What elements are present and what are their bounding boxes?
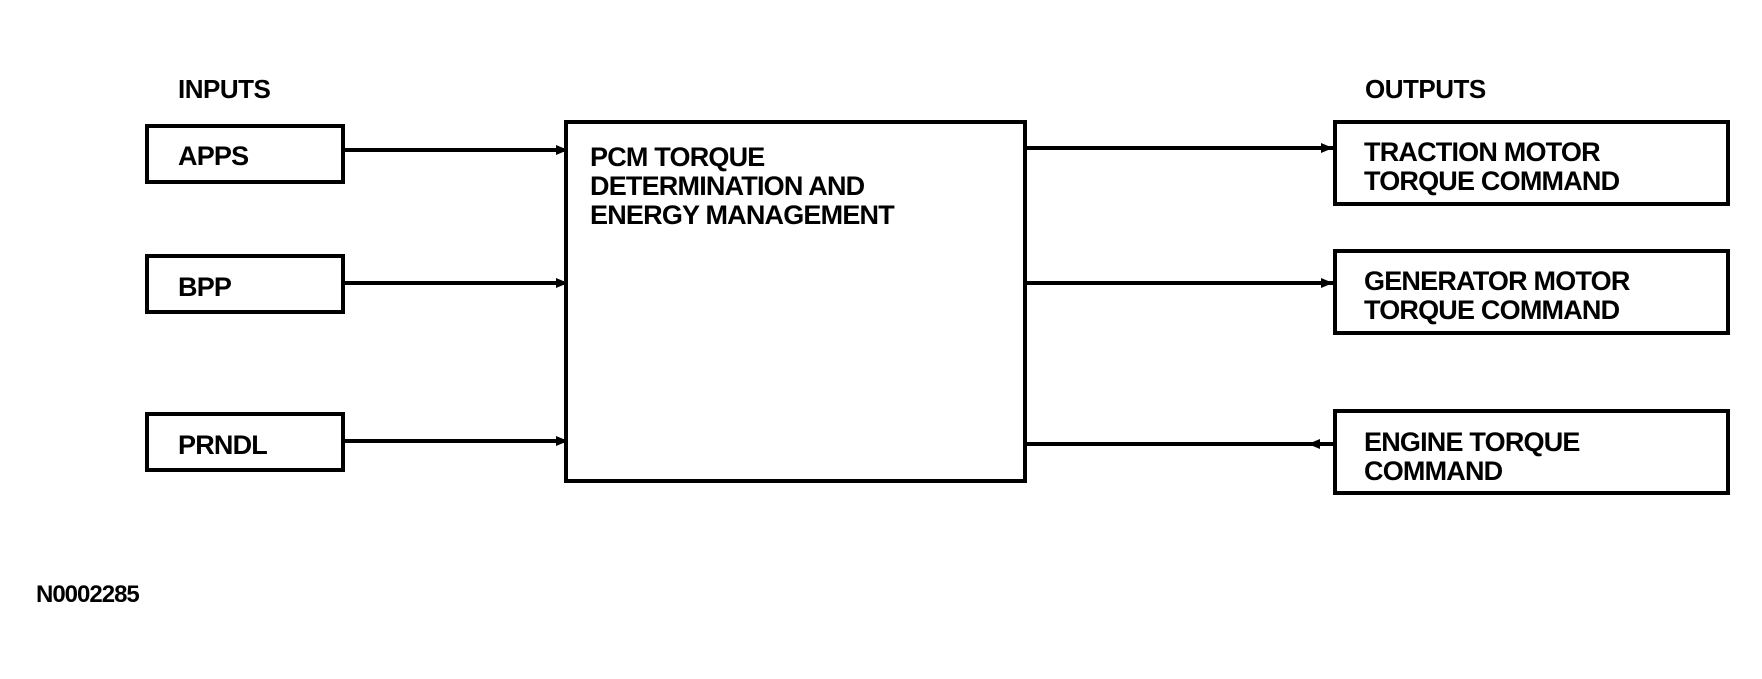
input-box-prndl: PRNDL xyxy=(145,412,345,472)
output-label-traction: TRACTION MOTOR TORQUE COMMAND xyxy=(1364,137,1620,196)
figure-id: N0002285 xyxy=(36,581,140,608)
input-label-prndl: PRNDL xyxy=(178,430,268,460)
inputs-heading: INPUTS xyxy=(178,74,271,104)
connector-prndl-to-pcm xyxy=(345,439,564,443)
output-box-generator: GENERATOR MOTOR TORQUE COMMAND xyxy=(1333,249,1730,335)
arrowhead-engine xyxy=(1308,439,1320,449)
connector-apps-to-pcm xyxy=(345,148,564,152)
arrowhead-prndl xyxy=(556,436,568,446)
output-label-engine: ENGINE TORQUE COMMAND xyxy=(1364,427,1580,486)
connector-pcm-to-traction xyxy=(1027,146,1333,150)
arrowhead-apps xyxy=(556,145,568,155)
connector-bpp-to-pcm xyxy=(345,281,564,285)
output-box-traction: TRACTION MOTOR TORQUE COMMAND xyxy=(1333,120,1730,206)
connector-pcm-to-engine xyxy=(1027,442,1333,446)
output-box-engine: ENGINE TORQUE COMMAND xyxy=(1333,409,1730,495)
input-box-apps: APPS xyxy=(145,124,345,184)
arrowhead-generator xyxy=(1321,278,1333,288)
input-box-bpp: BPP xyxy=(145,254,345,314)
outputs-heading: OUTPUTS xyxy=(1365,74,1486,104)
pcm-torque-label: PCM TORQUE DETERMINATION AND ENERGY MANA… xyxy=(590,142,895,230)
arrowhead-bpp xyxy=(556,278,568,288)
arrowhead-traction xyxy=(1321,143,1333,153)
pcm-torque-box: PCM TORQUE DETERMINATION AND ENERGY MANA… xyxy=(564,120,1027,483)
connector-pcm-to-generator xyxy=(1027,281,1333,285)
input-label-apps: APPS xyxy=(178,141,249,171)
output-label-generator: GENERATOR MOTOR TORQUE COMMAND xyxy=(1364,266,1630,325)
input-label-bpp: BPP xyxy=(178,272,232,302)
